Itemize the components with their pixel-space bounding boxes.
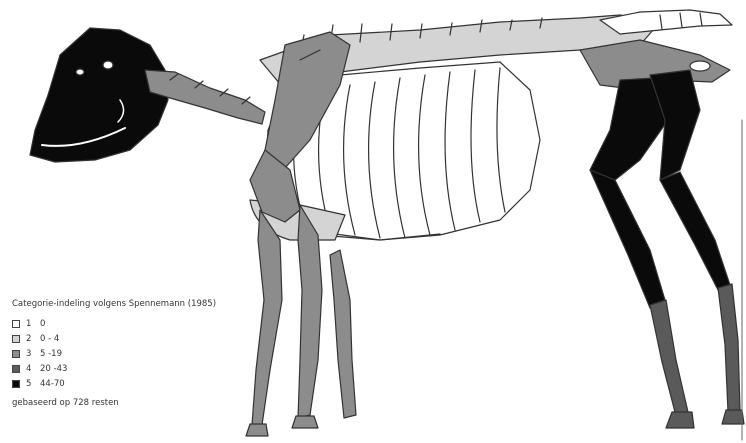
legend-swatch <box>12 350 20 358</box>
tail <box>600 10 732 34</box>
legend-class: 2 <box>26 335 40 344</box>
legend-class: 3 <box>26 350 40 359</box>
skull <box>30 28 168 162</box>
legend-swatch <box>12 380 20 388</box>
legend-range: 0 <box>40 320 45 329</box>
legend-title: Categorie-indeling volgens Spennemann (1… <box>12 300 216 309</box>
hind-legs-upper <box>590 70 730 308</box>
legend-class: 1 <box>26 320 40 329</box>
legend-range: 20 -43 <box>40 365 67 374</box>
legend-swatch <box>12 335 20 343</box>
legend-range: 0 - 4 <box>40 335 59 344</box>
legend: Categorie-indeling volgens Spennemann (1… <box>12 300 216 407</box>
legend-note: gebaseerd op 728 resten <box>12 399 216 408</box>
legend-swatch <box>12 320 20 328</box>
front-legs <box>246 205 356 436</box>
legend-range: 44-70 <box>40 380 65 389</box>
legend-class: 5 <box>26 380 40 389</box>
legend-swatch <box>12 365 20 373</box>
legend-class: 4 <box>26 365 40 374</box>
legend-range: 5 -19 <box>40 350 62 359</box>
hind-legs-lower <box>650 284 744 428</box>
